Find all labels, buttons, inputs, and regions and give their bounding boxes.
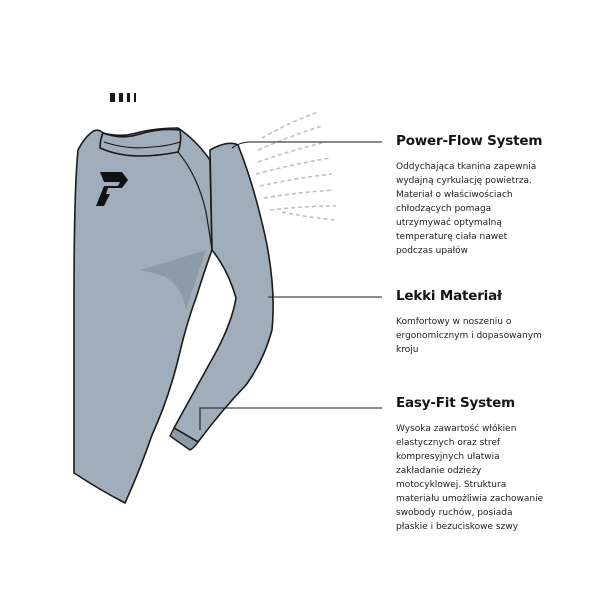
callout-leader-lines bbox=[199, 141, 382, 430]
feature-description: Oddychająca tkanina zapewnia wydajną cyr… bbox=[396, 162, 537, 256]
shirt-sleeve bbox=[173, 142, 274, 443]
shirt-shadow bbox=[140, 250, 206, 310]
feature-title: Easy-Fit System bbox=[396, 395, 516, 411]
shirt-cuff bbox=[169, 427, 199, 451]
shirt-collar bbox=[99, 128, 182, 157]
shirt-torso bbox=[73, 127, 213, 504]
feature-power-flow: Power-Flow System Oddychająca tkanina za… bbox=[396, 133, 546, 258]
brand-p-logo-icon bbox=[96, 172, 128, 206]
brand-bars-icon bbox=[110, 93, 136, 102]
feature-easy-fit: Easy-Fit System Wysoka zawartość włókien… bbox=[396, 395, 546, 534]
feature-title: Power-Flow System bbox=[396, 133, 543, 149]
airflow-lines-icon bbox=[255, 111, 337, 221]
feature-lekki-material: Lekki Materiał Komfortowy w noszeniu o e… bbox=[396, 288, 546, 357]
feature-description: Wysoka zawartość włókien elastycznych or… bbox=[396, 424, 544, 532]
feature-title: Lekki Materiał bbox=[396, 288, 502, 304]
feature-description: Komfortowy w noszeniu o ergonomicznym i … bbox=[396, 317, 542, 355]
